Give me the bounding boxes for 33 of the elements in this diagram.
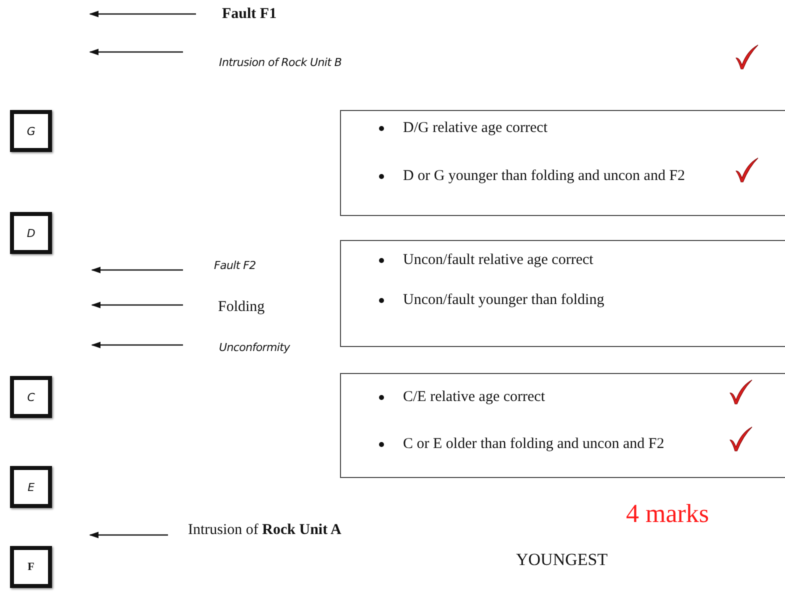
arrow: [89, 532, 168, 538]
criterion-text: C/E relative age correct: [403, 388, 546, 406]
criterion-text: Uncon/fault younger than folding: [403, 291, 604, 309]
arrow: [89, 10, 196, 18]
arrow: [89, 48, 183, 56]
criterion-text: C or E older than folding and uncon and F2: [403, 435, 664, 453]
event-label: Fault F1: [222, 6, 277, 22]
marking-box: [340, 110, 785, 216]
unit-letter: E: [28, 480, 34, 494]
event-label: Fault F2: [214, 259, 256, 272]
arrow: [91, 342, 183, 348]
criterion-text: Uncon/fault relative age correct: [403, 251, 594, 269]
marks-total: 4 marks: [626, 499, 710, 529]
unit-box: [10, 212, 52, 254]
arrow: [91, 302, 183, 308]
marking-box: [340, 373, 785, 478]
unit-box: [10, 376, 52, 418]
criterion-text: D/G relative age correct: [403, 119, 548, 137]
unit-box: [10, 466, 52, 508]
event-label: Intrusion of Rock Unit B: [219, 56, 342, 69]
unit-box: [10, 110, 52, 152]
unit-box: [10, 546, 52, 588]
event-label: Folding: [218, 299, 265, 315]
event-label: Unconformity: [219, 341, 290, 354]
unit-letter: F: [28, 561, 34, 573]
arrow: [91, 266, 183, 274]
criterion-text: D or G younger than folding and uncon and F2: [403, 167, 686, 185]
unit-letter: C: [27, 390, 35, 404]
youngest-label: YOUNGEST: [516, 550, 608, 570]
marking-box: [340, 240, 785, 347]
unit-letter: D: [26, 226, 36, 240]
event-label: Intrusion of Rock Unit A: [188, 522, 342, 538]
unit-letter: G: [26, 124, 36, 138]
